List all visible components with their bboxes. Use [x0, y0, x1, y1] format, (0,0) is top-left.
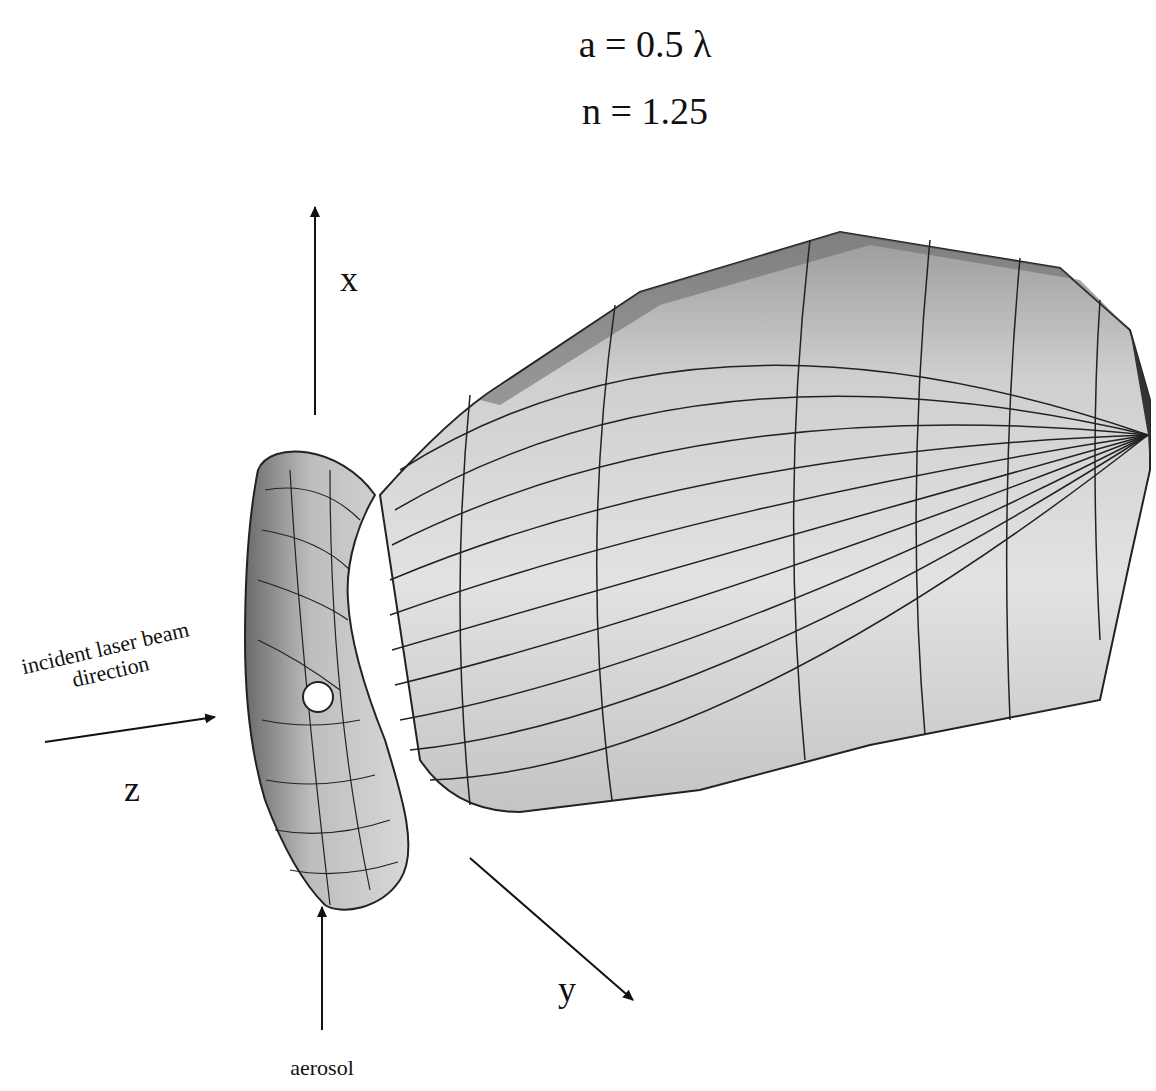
- axis-label: x: [340, 260, 358, 300]
- axis-label: z: [124, 770, 140, 810]
- forward-lobe: [380, 232, 1150, 812]
- axis-arrows: [45, 207, 633, 1030]
- aerosol-particle: [303, 682, 333, 712]
- beam-direction-note: incident laser beam direction: [10, 615, 206, 705]
- particle-label: aerosol: [290, 1056, 354, 1080]
- size-parameter: a = 0.5 λ: [579, 24, 712, 66]
- axis-label: y: [558, 970, 576, 1010]
- refractive-index: n = 1.25: [582, 91, 708, 133]
- backward-lobe: [245, 451, 408, 909]
- grid-lines: [390, 240, 1148, 805]
